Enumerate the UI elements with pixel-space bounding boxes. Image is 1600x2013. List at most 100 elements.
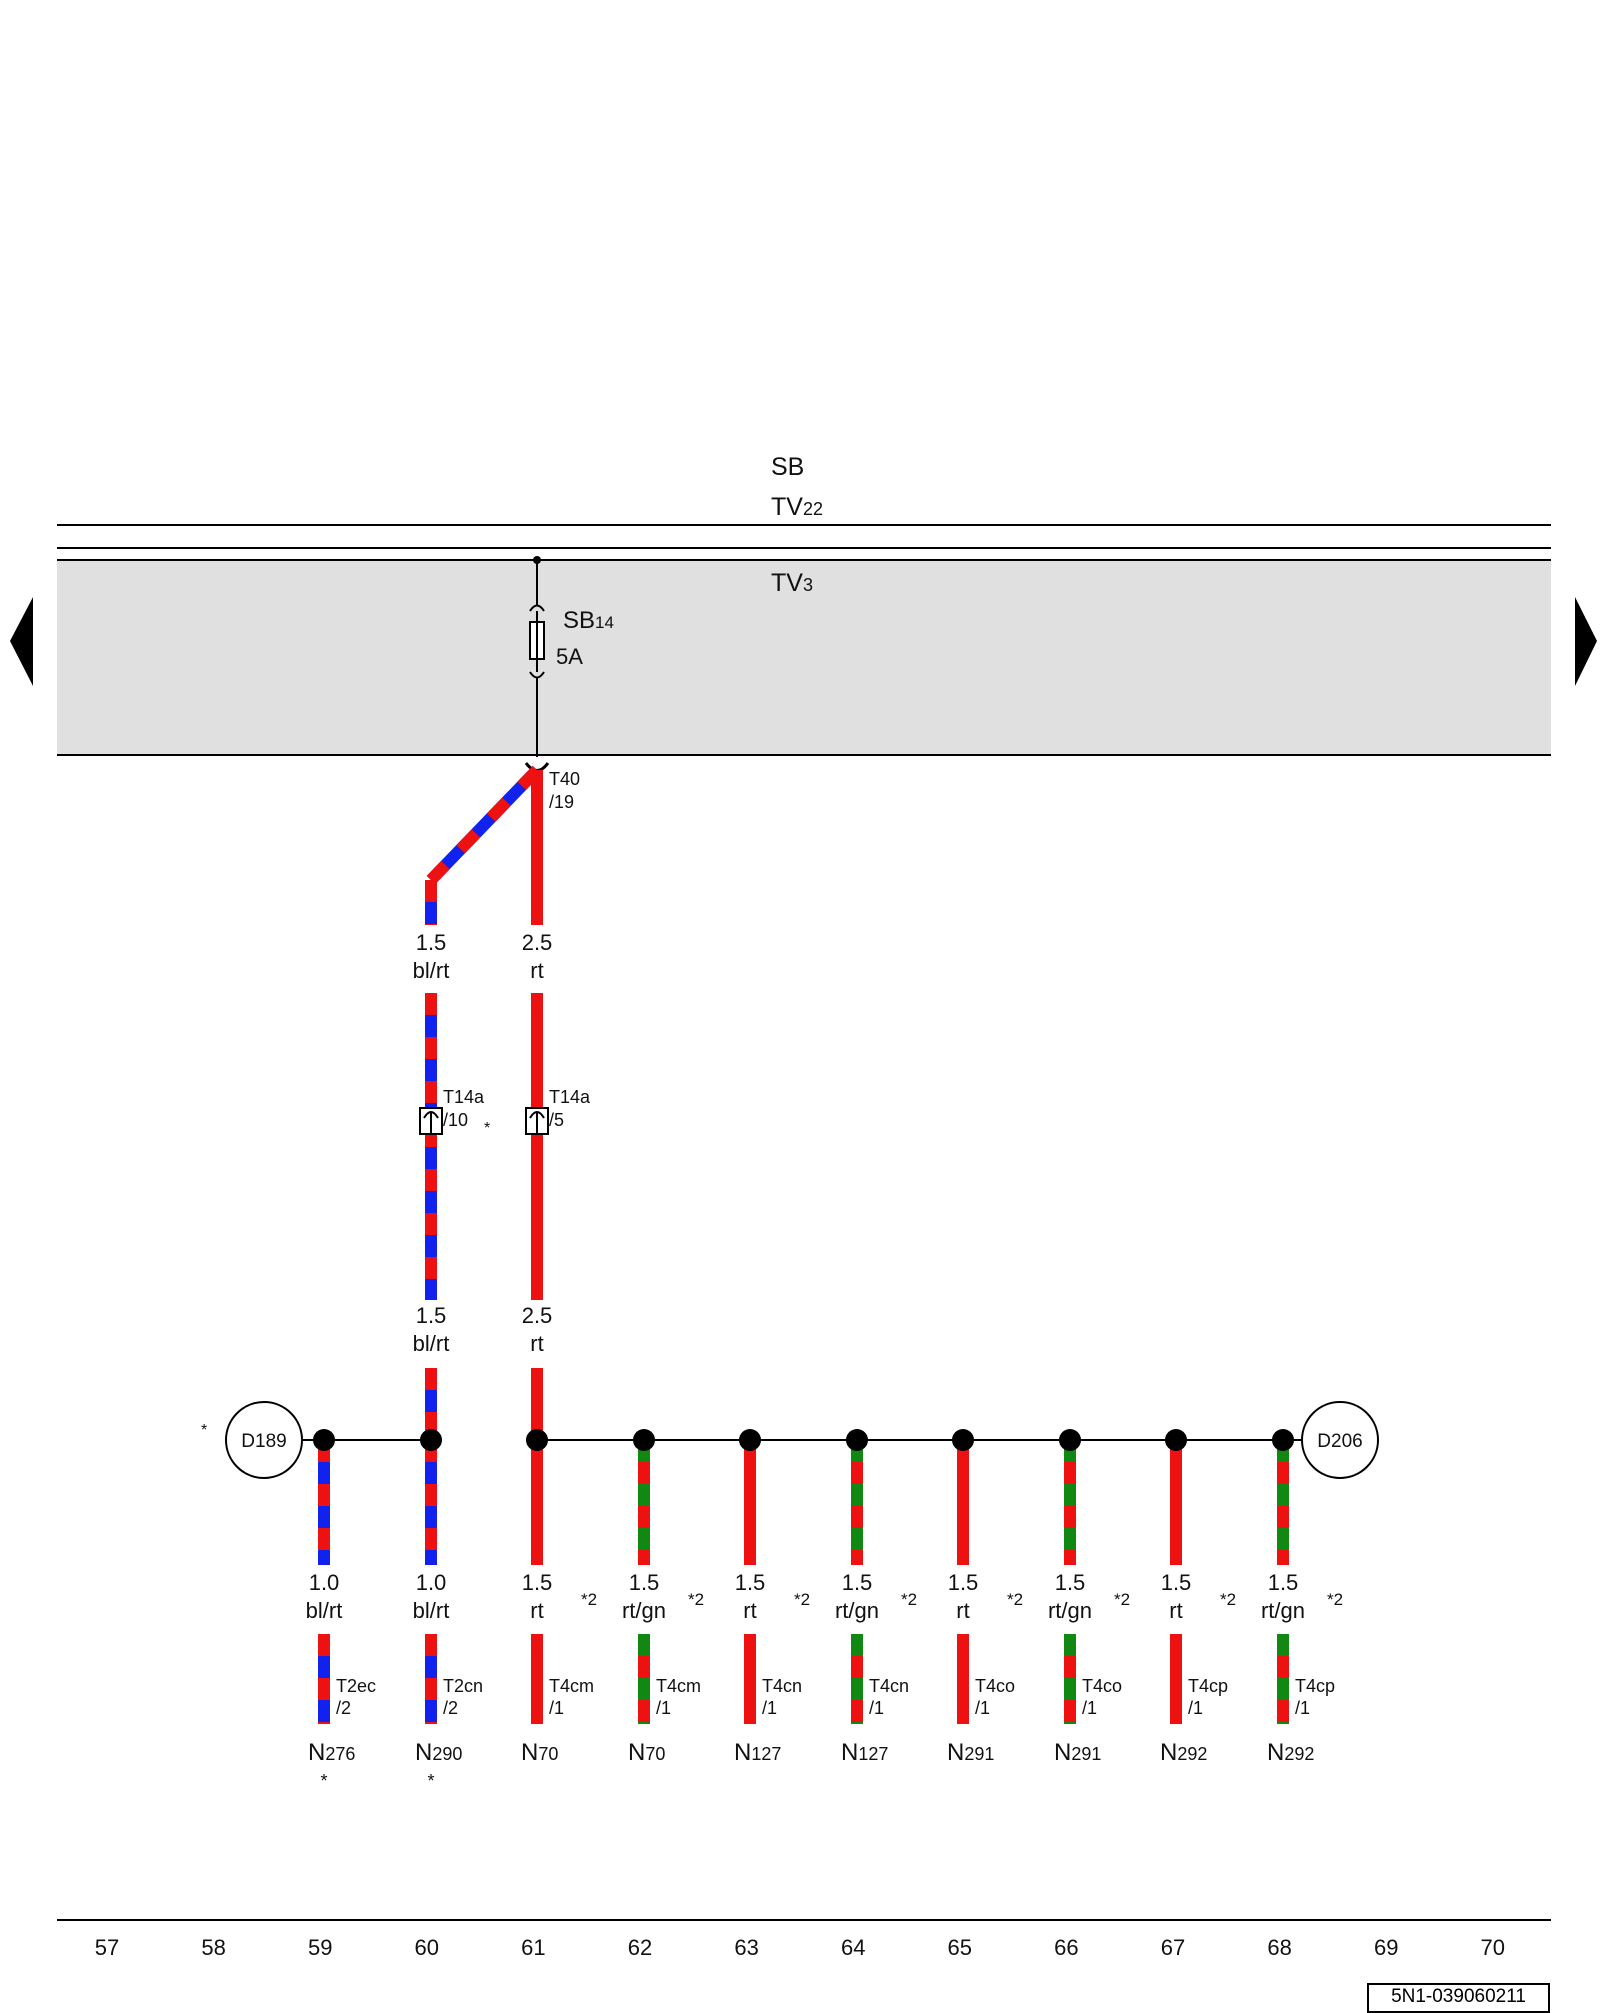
branch-connector-pin: /1 (975, 1698, 990, 1718)
branch-connector-name: T4co (975, 1676, 1015, 1696)
branch-connector-name: T4cn (869, 1676, 909, 1696)
branch-component: N127 (734, 1739, 781, 1766)
feed-wires (425, 765, 543, 1440)
branch-connector-name: T4co (1082, 1676, 1122, 1696)
connector-t14a-left-mark: * (484, 1120, 490, 1137)
triangle-left-icon[interactable] (10, 597, 33, 686)
branch-color: rt (956, 1598, 969, 1623)
branch-size: 1.5 (522, 1570, 553, 1595)
branch-size: 1.5 (842, 1570, 873, 1595)
component-main: N (841, 1739, 858, 1766)
component-main: N (1160, 1739, 1177, 1766)
branch-component: N291 (1054, 1739, 1101, 1766)
branch-color: rt (1169, 1598, 1182, 1623)
component-sub: 276 (325, 1744, 355, 1764)
component-main: N (415, 1739, 432, 1766)
junction-dot (420, 1429, 442, 1451)
junction-dot (633, 1429, 655, 1451)
component-main: N (521, 1739, 538, 1766)
junction-dot (313, 1429, 335, 1451)
branch-footnote: * (427, 1771, 434, 1791)
branch-connector-name: T4cn (762, 1676, 802, 1696)
branch-component: N70 (628, 1739, 665, 1766)
branch-connector-name: T4cm (656, 1676, 701, 1696)
branch-connector-pin: /2 (443, 1698, 458, 1718)
component-sub: 70 (645, 1744, 665, 1764)
feed-right-size-lower: 2.5 (522, 1303, 553, 1328)
component-main: N (734, 1739, 751, 1766)
branch-component: N70 (521, 1739, 558, 1766)
junction-dot (846, 1429, 868, 1451)
branch-size: 1.5 (629, 1570, 660, 1595)
branch-size: 1.5 (735, 1570, 766, 1595)
scale-number: 57 (95, 1935, 119, 1960)
component-sub: 70 (538, 1744, 558, 1764)
fuse-panel (57, 560, 1551, 755)
component-sub: 127 (751, 1744, 781, 1764)
scale-number: 70 (1481, 1935, 1505, 1960)
branch-note: *2 (688, 1590, 704, 1609)
component-sub: 292 (1177, 1744, 1207, 1764)
branch-footnote: * (320, 1771, 327, 1791)
scale-number: 58 (201, 1935, 225, 1960)
connector-t40-pin: /19 (549, 792, 574, 812)
fuse-top-hook (529, 604, 545, 612)
feed-left-size: 1.5 (416, 930, 447, 955)
branch-connector-pin: /2 (336, 1698, 351, 1718)
node-d189-mark: * (201, 1422, 207, 1439)
branch-component: N292 (1160, 1739, 1207, 1766)
branch-note: *2 (901, 1590, 917, 1609)
scale-number: 69 (1374, 1935, 1398, 1960)
scale-number: 65 (948, 1935, 972, 1960)
branch-component: N290 (415, 1739, 462, 1766)
branch-connector-name: T2ec (336, 1676, 376, 1696)
junction-dot (739, 1429, 761, 1451)
branch-connector-pin: /1 (869, 1698, 884, 1718)
component-sub: 291 (1071, 1744, 1101, 1764)
connector-t14a-right-pin: /5 (549, 1110, 564, 1130)
branch-connector-name: T2cn (443, 1676, 483, 1696)
component-sub: 292 (1284, 1744, 1314, 1764)
feed-left-wire-diagonal-base (426, 765, 542, 885)
branch-size: 1.5 (1161, 1570, 1192, 1595)
component-main: N (628, 1739, 645, 1766)
connector-t14a-left-icon (419, 1107, 443, 1135)
branch-component: N127 (841, 1739, 888, 1766)
branch-connector-pin: /1 (1295, 1698, 1310, 1718)
branch-note: *2 (1220, 1590, 1236, 1609)
branch-component: N276 (308, 1739, 355, 1766)
component-main: N (1267, 1739, 1284, 1766)
scale-number: 62 (628, 1935, 652, 1960)
branch-connector-name: T4cp (1188, 1676, 1228, 1696)
triangle-right-icon[interactable] (1575, 597, 1597, 686)
node-d206-label: D206 (1317, 1431, 1362, 1452)
scale-number: 68 (1267, 1935, 1291, 1960)
branch-component: N291 (947, 1739, 994, 1766)
branch-size: 1.0 (416, 1570, 447, 1595)
scale-number: 67 (1161, 1935, 1185, 1960)
branch-color: rt/gn (1048, 1598, 1092, 1623)
connector-t40-name: T40 (549, 769, 580, 789)
fuse-rating: 5A (556, 644, 583, 669)
scale-number: 59 (308, 1935, 332, 1960)
branch-connector-name: T4cp (1295, 1676, 1335, 1696)
branch-size: 1.5 (948, 1570, 979, 1595)
component-sub: 291 (964, 1744, 994, 1764)
branch-note: *2 (794, 1590, 810, 1609)
node-d206 (1301, 1401, 1379, 1479)
branch-color: rt/gn (835, 1598, 879, 1623)
junction-dot (526, 1429, 548, 1451)
branch-color: rt/gn (622, 1598, 666, 1623)
component-main: N (308, 1739, 325, 1766)
branch-note: *2 (1327, 1590, 1343, 1609)
